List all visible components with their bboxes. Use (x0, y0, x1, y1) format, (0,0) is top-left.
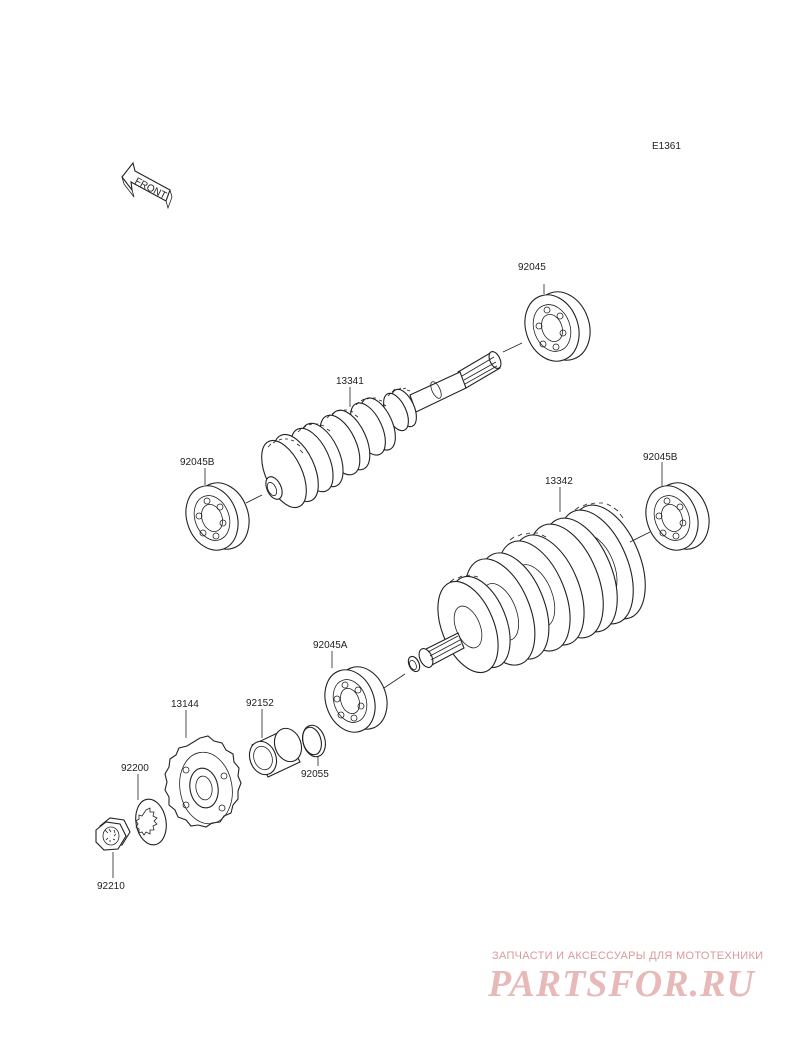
nut-92210 (95, 817, 131, 851)
center-line (383, 673, 406, 689)
collar-92152 (248, 727, 303, 778)
watermark-tagline: ЗАПЧАСТИ И АКСЕССУАРЫ ДЛЯ МОТОТЕХНИКИ (492, 950, 764, 962)
bearing-92045b-left (185, 482, 250, 551)
center-line (502, 342, 523, 353)
bearing-92045b-right (645, 482, 710, 551)
shaft-13342 (407, 502, 646, 674)
part-label-92045b-right: 92045B (643, 452, 678, 463)
part-label-92210: 92210 (97, 881, 125, 892)
shaft-13341 (261, 351, 502, 509)
part-label-92045: 92045 (518, 262, 546, 273)
washer-92200 (135, 798, 167, 846)
sprocket-13144 (164, 735, 242, 828)
part-label-13342: 13342 (545, 476, 573, 487)
diagram-code: E1361 (652, 141, 681, 152)
part-label-92152: 92152 (246, 698, 274, 709)
o-ring-92055 (302, 724, 326, 758)
part-label-13144: 13144 (171, 699, 199, 710)
bearing-92045a (324, 666, 388, 733)
watermark-brand[interactable]: PARTSFOR.RU (488, 963, 755, 1005)
part-label-92200: 92200 (121, 763, 149, 774)
center-line (629, 531, 651, 543)
part-label-92045b-left: 92045B (180, 457, 215, 468)
bearing-92045 (524, 291, 591, 362)
center-line (245, 494, 263, 504)
part-label-92055: 92055 (301, 769, 329, 780)
part-label-13341: 13341 (336, 376, 364, 387)
front-arrow-icon: FRONT (121, 161, 173, 210)
part-label-92045a: 92045A (313, 640, 348, 651)
